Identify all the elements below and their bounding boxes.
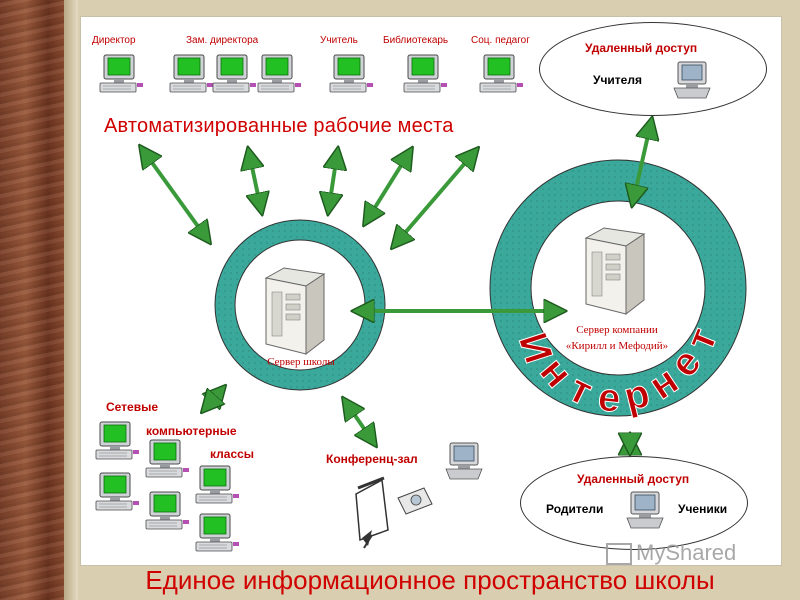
wood-edge [64,0,78,600]
label-deputy: Зам. директора [186,35,259,46]
pc-class-3 [95,472,140,511]
network-classes-line1: Сетевые [106,400,159,414]
network-classes-line2: компьютерные [146,424,237,438]
arrow-director [140,146,210,243]
wood-background [0,0,64,600]
remote-access-teachers [539,22,767,116]
pc-director [99,54,144,93]
company-server-label-1: Сервер компании [576,324,658,336]
arrow-remote-teachers [632,118,652,206]
watermark-logo: MyShared [606,540,736,566]
arrow-social-teacher [392,148,478,248]
pc-deputy-1 [169,54,214,93]
arm-arrows [140,118,652,454]
projector-screen-icon [355,476,389,549]
label-social-teacher: Соц. педагог [471,35,530,46]
label-director: Директор [92,35,136,46]
pc-deputy-2 [212,54,257,93]
pc-class-1 [95,421,140,460]
arrow-conference-hall [343,398,376,446]
pc-class-6 [195,513,240,552]
label-librarian: Библиотекарь [383,35,449,46]
presentation-icon [606,543,632,566]
arrow-deputy [248,148,262,214]
arrow-teacher [328,148,338,214]
pc-social-teacher [479,54,524,93]
company-server-icon [585,227,645,315]
label-teacher: Учитель [320,35,358,46]
classroom-computers [95,421,240,552]
pc-librarian [403,54,448,93]
remote-parents-title: Удаленный доступ [577,472,690,486]
main-title: Единое информационное пространство школы [145,565,715,595]
school-server-label: Сервер школы [267,356,335,368]
pc-class-4 [195,465,240,504]
arm-title: Автоматизированные рабочие места [104,115,454,137]
pc-class-2 [145,439,190,478]
arrow-network-classes [202,386,225,412]
arrow-librarian [364,148,412,225]
conference-pc-icon [445,442,483,480]
remote-teachers-who: Учителя [593,73,642,87]
remote-students-label: Ученики [678,502,728,516]
watermark-text: MyShared [636,540,737,565]
workstation-computers [99,54,524,93]
pc-deputy-3 [257,54,302,93]
remote-teachers-title: Удаленный доступ [585,41,698,55]
company-server-label-2: «Кирилл и Мефодий» [565,340,669,352]
network-classes-line3: классы [210,447,255,461]
pc-teacher [329,54,374,93]
remote-parents-label: Родители [546,502,604,516]
school-server-icon [265,267,325,355]
projector-icon [397,487,433,515]
pc-class-5 [145,491,190,530]
conference-hall-label: Конференц-зал [326,452,418,466]
